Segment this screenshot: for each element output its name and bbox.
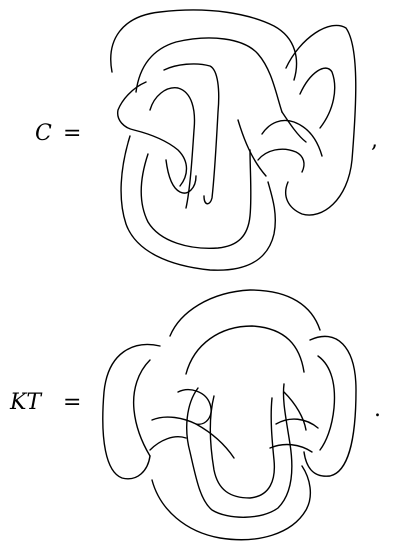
knot-kt-strand	[151, 465, 312, 541]
knot-c-strand	[299, 67, 336, 129]
knot-c-strand	[163, 63, 220, 205]
knot-c-strand	[257, 148, 305, 173]
equals-sign-kt: =	[63, 390, 82, 415]
knot-kt-strand	[283, 391, 307, 431]
knot-kt-strand	[317, 355, 336, 451]
knot-c-strand	[281, 111, 307, 143]
knot-name-c: C	[35, 121, 52, 146]
knot-c-strand	[149, 87, 196, 209]
knot-kt-strand	[269, 443, 313, 453]
knot-kt-strand	[149, 436, 187, 451]
knot-c-strand	[140, 149, 252, 249]
knot-kt-strand	[303, 335, 357, 477]
knot-kt-strand	[209, 395, 276, 499]
period: .	[374, 397, 381, 422]
knot-c-strand	[237, 119, 267, 177]
knot-c-strand	[110, 9, 298, 81]
knot-c-strand	[261, 119, 323, 157]
knot-kt-strand	[169, 289, 321, 337]
knot-c-strand	[120, 135, 277, 271]
knot-kt-strand	[151, 416, 235, 459]
knot-kt-strand	[102, 343, 161, 480]
knot-kt-strand	[185, 325, 305, 375]
knot-c-strand	[117, 81, 188, 187]
knot-c-strand	[165, 159, 197, 194]
knot-kt-strand	[275, 418, 319, 429]
comma: ,	[371, 128, 378, 153]
knot-name-kt: KT	[10, 390, 42, 415]
knot-kt-strand	[132, 359, 151, 457]
knot-c-strand	[135, 37, 283, 113]
equals-sign-c: =	[63, 121, 82, 146]
knot-kt-strand	[177, 388, 212, 425]
knot-c-strand	[284, 24, 357, 216]
